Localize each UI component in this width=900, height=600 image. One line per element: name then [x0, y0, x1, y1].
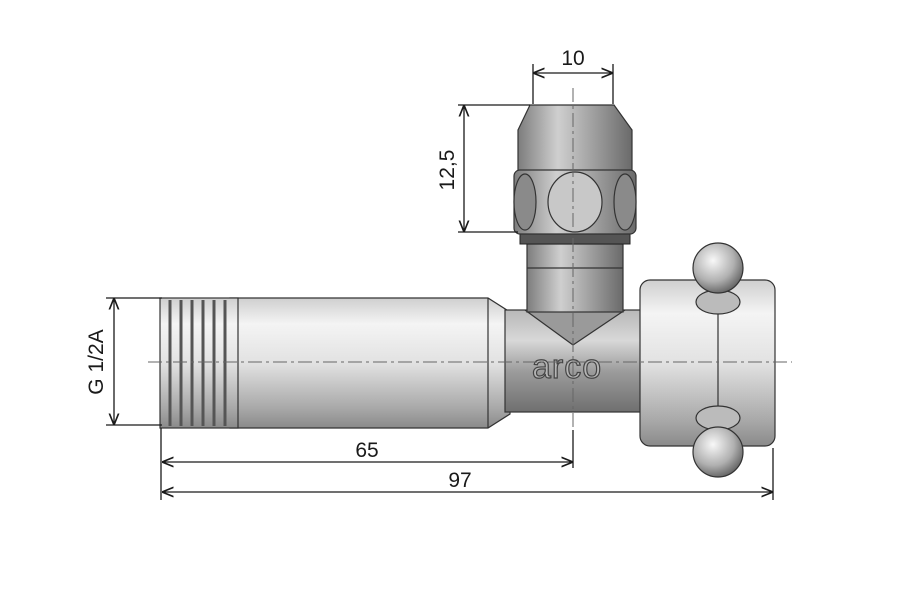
threaded-end	[159, 297, 239, 429]
svg-text:97: 97	[448, 469, 471, 492]
vertical-stem	[519, 233, 631, 313]
dimension-cap-height: 12,5	[436, 104, 530, 233]
handle	[639, 242, 776, 478]
dimension-overall-length: 97	[162, 448, 774, 500]
svg-text:65: 65	[355, 439, 378, 462]
cap-nut	[513, 104, 637, 235]
svg-text:10: 10	[561, 47, 584, 70]
tee-body: arco	[504, 309, 646, 413]
dimension-length-to-axis: 65	[160, 428, 574, 500]
brand-logo: arco	[532, 348, 602, 386]
svg-text:12,5: 12,5	[436, 150, 459, 191]
pipe-body	[229, 297, 511, 429]
dimension-thread: G 1/2A	[85, 297, 162, 426]
dimension-cap-width: 10	[532, 47, 614, 104]
top-knob	[692, 242, 744, 294]
svg-text:G 1/2A: G 1/2A	[85, 329, 108, 394]
bottom-knob	[692, 426, 744, 478]
